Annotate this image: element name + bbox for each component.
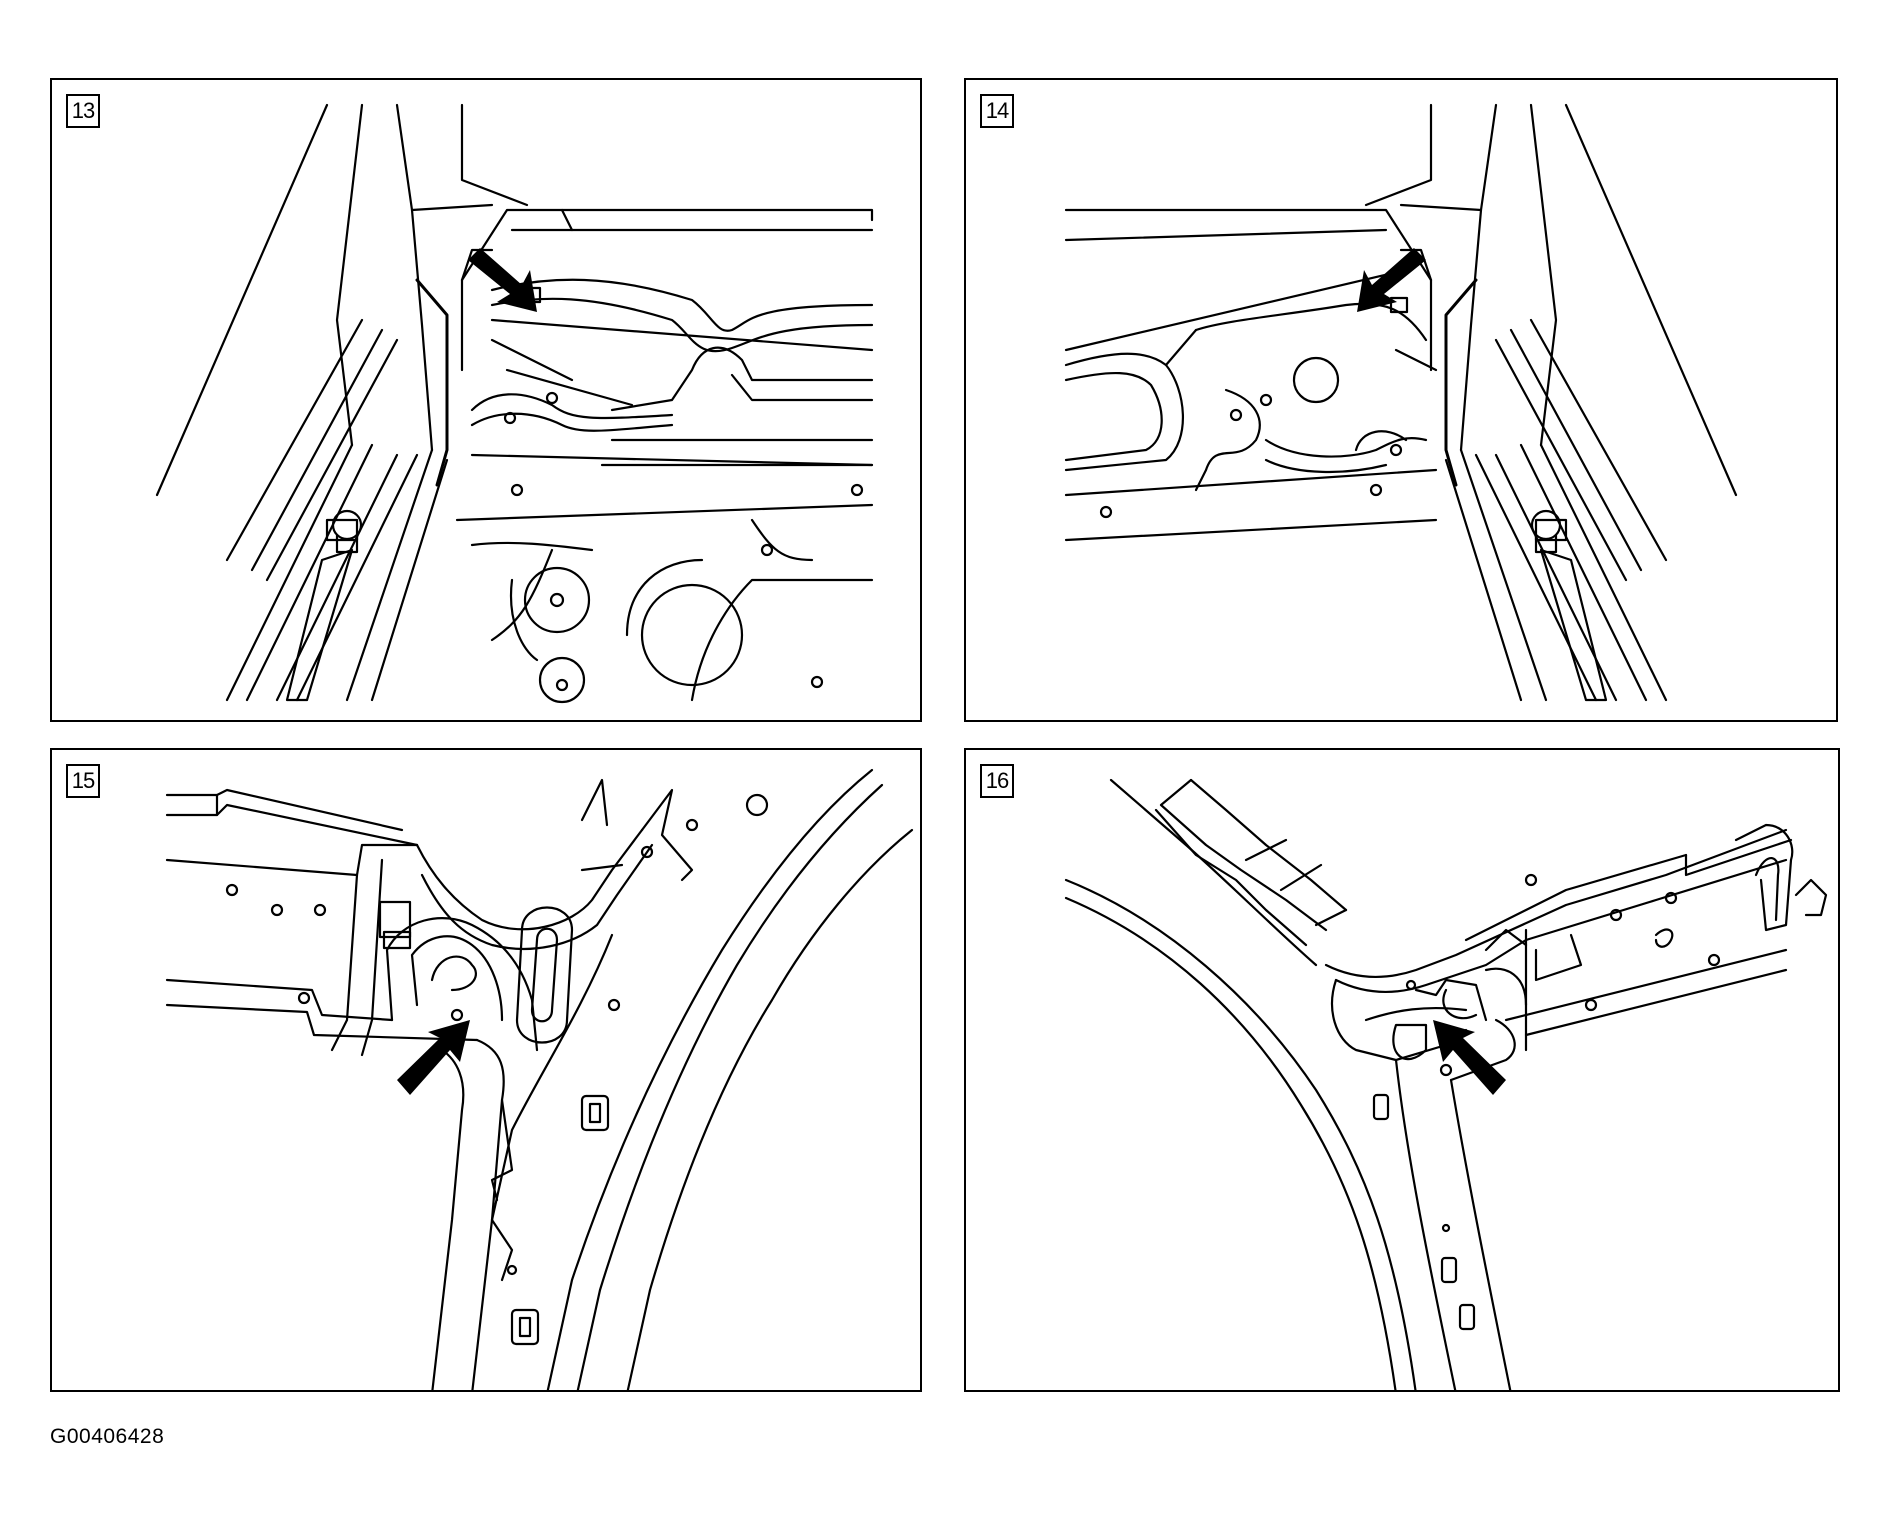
arrow-icon <box>1433 1020 1506 1095</box>
body-frame-drawing-15 <box>165 768 914 1390</box>
panel-number-15: 15 <box>66 764 100 798</box>
body-frame-drawing-13 <box>155 103 874 704</box>
diagram-panel-16: 16 <box>964 748 1840 1392</box>
arrow-icon <box>397 1020 470 1095</box>
arrow-icon <box>468 248 537 312</box>
body-frame-drawing-14 <box>1064 103 1738 702</box>
arrow-icon <box>1357 248 1426 312</box>
panel-number-16: 16 <box>980 764 1014 798</box>
diagram-panel-15: 15 <box>50 748 922 1392</box>
panel-number-13: 13 <box>66 94 100 128</box>
diagram-panel-13: 13 <box>50 78 922 722</box>
diagram-panel-14: 14 <box>964 78 1838 722</box>
panel-number-14: 14 <box>980 94 1014 128</box>
body-frame-drawing-16 <box>1064 778 1828 1390</box>
figure-code: G00406428 <box>50 1425 165 1448</box>
